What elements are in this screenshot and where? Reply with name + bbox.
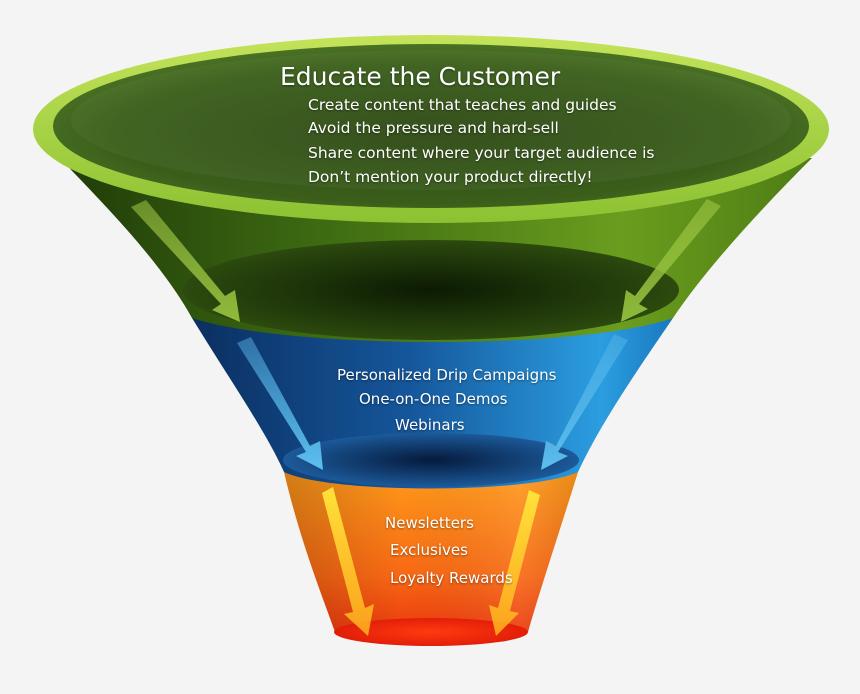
stage-1-item: Don’t mention your product directly! xyxy=(308,168,593,186)
flow-arrow-icon xyxy=(621,199,721,322)
stage-3-item: Newsletters xyxy=(385,514,474,532)
stage-3-item: Loyalty Rewards xyxy=(390,569,513,587)
flow-arrow-icon xyxy=(322,487,374,636)
stage-2-item: One-on-One Demos xyxy=(359,390,508,408)
funnel-section-bottom xyxy=(284,472,578,646)
stage-1-item: Create content that teaches and guides xyxy=(308,96,617,114)
stage-1-item: Avoid the pressure and hard-sell xyxy=(308,119,559,137)
stage-1-item: Share content where your target audience… xyxy=(308,144,655,162)
stage-2-item: Webinars xyxy=(395,416,465,434)
flow-arrow-icon xyxy=(489,490,540,636)
funnel-base xyxy=(334,618,528,646)
flow-arrow-icon xyxy=(541,334,628,470)
stage-3-item: Exclusives xyxy=(390,541,468,559)
flow-arrow-icon xyxy=(131,200,240,322)
funnel-floor-top xyxy=(183,240,679,340)
stage-1-title: Educate the Customer xyxy=(280,62,561,91)
funnel-section-top xyxy=(33,35,829,342)
funnel-section-middle xyxy=(192,318,673,489)
stage-2-item: Personalized Drip Campaigns xyxy=(337,366,557,384)
funnel-floor-middle xyxy=(283,433,579,487)
flow-arrow-icon xyxy=(237,337,323,470)
